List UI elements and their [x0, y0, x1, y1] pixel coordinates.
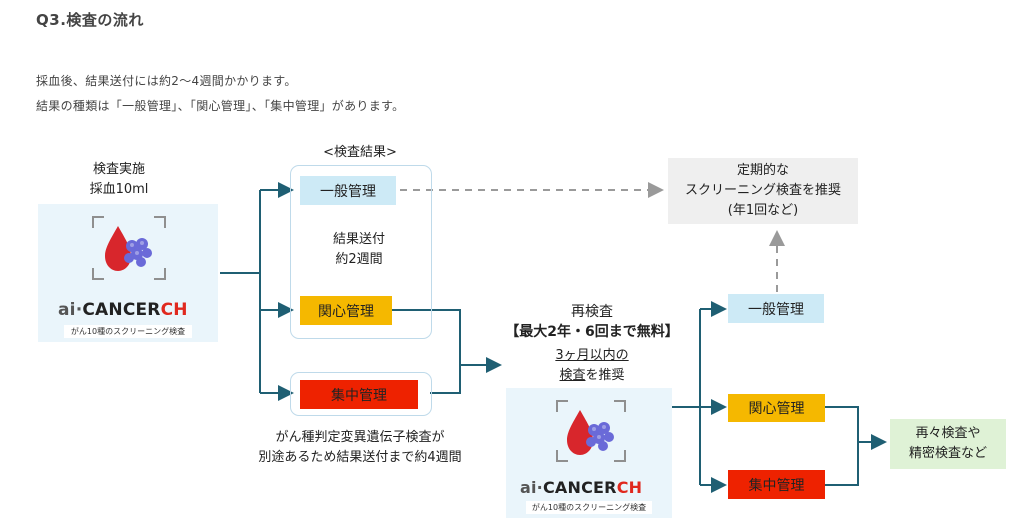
retest-line-4: 検査を推奨 — [506, 366, 678, 386]
retest-line-2: 【最大2年・6回まで無料】 — [505, 324, 679, 340]
retest-suffix: を推奨 — [585, 368, 625, 383]
result-box-shuchu: 集中管理 — [300, 380, 418, 409]
periodic-line-3: (年1回など) — [727, 203, 799, 218]
cell-cluster-icon — [586, 422, 614, 451]
periodic-line-2: スクリーニング検査を推奨 — [684, 183, 841, 198]
further-exam-box: 再々検査や 精密検査など — [890, 419, 1006, 469]
logo-subtitle: がん10種のスクリーニング検査 — [64, 325, 192, 338]
connector-kanshin2-out — [825, 406, 859, 442]
result-send-line-2: 約2週間 — [335, 252, 383, 267]
logo-wordmark: ai·CANCERCH — [520, 478, 643, 497]
connector-shuchu2-out — [825, 442, 859, 486]
blood-drop-icon — [567, 410, 614, 455]
retest-emphasis: 検査 — [559, 368, 586, 383]
page-title: Q3.検査の流れ — [36, 11, 144, 29]
test-label-line-2: 採血10ml — [89, 182, 149, 197]
shuchu-bracket — [290, 372, 432, 416]
ai-cancerch-card-1: ai·CANCERCH がん10種のスクリーニング検査 — [38, 204, 218, 342]
cell-cluster-icon — [124, 238, 152, 267]
result-box-kanshin: 関心管理 — [300, 296, 392, 325]
logo-wordmark: ai·CANCERCH — [58, 300, 188, 320]
test-label-line-1: 検査実施 — [92, 162, 145, 177]
retest-line-1: 再検査 — [571, 304, 613, 320]
further-line-2: 精密検査など — [908, 446, 987, 461]
result-box-ippan: 一般管理 — [300, 176, 396, 205]
periodic-screening-box: 定期的な スクリーニング検査を推奨 (年1回など) — [668, 158, 858, 224]
periodic-line-1: 定期的な — [736, 163, 789, 178]
retest-box-ippan: 一般管理 — [728, 294, 824, 323]
shuchu-note-line-1: がん種判定変異遺伝子検査が — [275, 430, 445, 445]
retest-line-3: 3ヶ月以内の — [555, 348, 629, 363]
ai-cancerch-card-2: ai·CANCERCH がん10種のスクリーニング検査 — [506, 388, 672, 518]
retest-box-shuchu: 集中管理 — [728, 470, 825, 499]
intro-line-1: 採血後、結果送付には約2〜4週間かかります。 — [36, 74, 297, 88]
connector-kanshin-out — [392, 309, 461, 365]
retest-box-kanshin: 関心管理 — [728, 394, 825, 422]
intro-line-2: 結果の種類は「一般管理」、「関心管理」、「集中管理」があります。 — [36, 99, 405, 113]
result-send-line-1: 結果送付 — [332, 232, 385, 247]
blood-drop-icon — [105, 226, 152, 271]
results-heading: <検査結果> — [323, 145, 397, 160]
shuchu-note-line-2: 別途あるため結果送付まで約4週間 — [258, 450, 462, 465]
further-line-1: 再々検査や — [915, 426, 981, 441]
logo-subtitle: がん10種のスクリーニング検査 — [526, 501, 652, 514]
results-bracket — [290, 165, 432, 339]
connector-shuchu-out — [430, 365, 461, 394]
